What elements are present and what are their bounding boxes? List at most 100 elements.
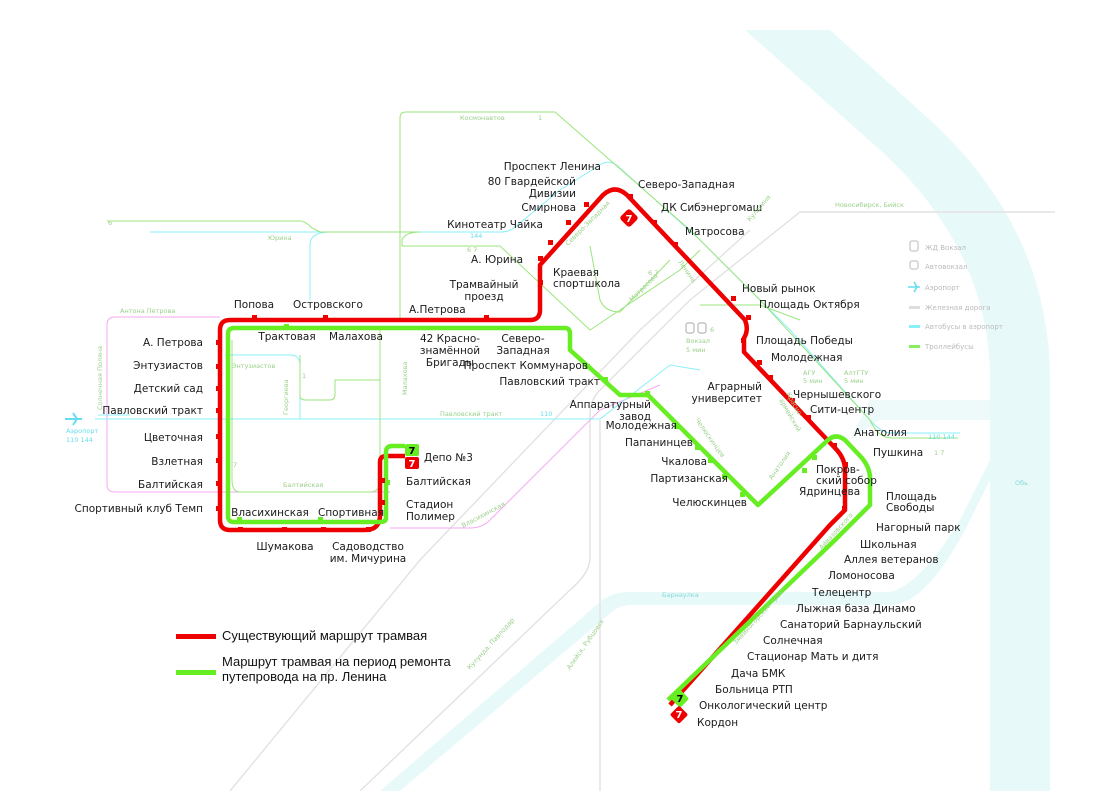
- airplane-icon: [908, 281, 920, 293]
- station: Попова: [234, 299, 274, 311]
- station: Свободы: [886, 502, 934, 514]
- svg-text:7: 7: [409, 459, 416, 470]
- svg-text:7: 7: [409, 446, 416, 457]
- station: им. Мичурина: [330, 553, 407, 565]
- trolleybus-icon: 7: [233, 461, 237, 469]
- trolleybus-icon: 1 7: [934, 449, 944, 457]
- station: Смирнова: [521, 202, 576, 214]
- station: Ломоносова: [828, 570, 895, 582]
- airplane-icon: [65, 412, 82, 426]
- station: Стадион: [406, 499, 453, 511]
- svg-text:Вокзал: Вокзал: [686, 337, 710, 345]
- station: Аллея ветеранов: [844, 554, 939, 566]
- bus-icon: [909, 260, 919, 270]
- svg-text:Солнечная Поляна: Солнечная Поляна: [96, 346, 104, 410]
- station: Балтийская: [406, 476, 471, 488]
- station: Чкалова: [661, 456, 707, 468]
- train-icon: [909, 240, 919, 252]
- station: Санаторий Барнаульский: [780, 619, 922, 631]
- svg-text:АлтГТУ: АлтГТУ: [844, 369, 868, 377]
- station: Цветочная: [144, 432, 203, 444]
- bus-icon: 110: [540, 410, 552, 418]
- svg-text:Челюскинцев: Челюскинцев: [693, 417, 726, 460]
- bus-icon: 110 144: [928, 433, 955, 441]
- airport-bus-label: 110 144: [66, 436, 93, 444]
- station: Аппаратурный: [570, 399, 651, 411]
- station: Спортивная: [318, 507, 384, 519]
- svg-text:Барнаулка: Барнаулка: [662, 591, 699, 599]
- svg-text:Железная дорога: Железная дорога: [925, 304, 990, 312]
- svg-text:Антона Петрова: Антона Петрова: [120, 307, 175, 315]
- existing-route-label: Существующий маршрут трамвая: [222, 628, 427, 643]
- station: Садоводство: [332, 541, 404, 553]
- train-icon: [685, 322, 695, 334]
- trolleybus-icon: 1: [538, 114, 542, 122]
- station: Матросова: [685, 226, 745, 238]
- svg-text:Новосибирск, Бийск: Новосибирск, Бийск: [835, 201, 904, 209]
- svg-text:Георгиева: Георгиева: [282, 379, 290, 415]
- temporary-route-swatch: [176, 670, 216, 675]
- station: Лыжная база Динамо: [796, 603, 916, 615]
- station: Больница РТП: [715, 684, 793, 696]
- svg-text:Троллейбусы: Троллейбусы: [924, 343, 974, 351]
- station: Спортивный клуб Темп: [75, 503, 203, 515]
- station: завод: [619, 411, 651, 423]
- station: Балтийская: [138, 479, 203, 491]
- route-badge-7-red-kordon: 7: [670, 706, 688, 724]
- svg-text:Автовокзал: Автовокзал: [925, 263, 967, 271]
- station: Дивизии: [529, 188, 576, 200]
- existing-station-ticks: [216, 194, 848, 532]
- station: Молодежная: [771, 352, 842, 364]
- station: ДК Сибэнергомаш: [661, 202, 762, 214]
- svg-text:5 мин: 5 мин: [844, 377, 864, 385]
- station: Островского: [293, 299, 363, 311]
- station: Солнечная: [763, 635, 823, 647]
- station: Площадь Октября: [759, 299, 860, 311]
- station: Северо-: [501, 333, 545, 345]
- station: 80 Гвардейской: [488, 176, 576, 188]
- svg-text:Кулунда, Павлодар: Кулунда, Павлодар: [466, 616, 517, 671]
- station: университет: [691, 393, 762, 405]
- station: Площадь Победы: [756, 335, 853, 347]
- trolleybus-icon: 1: [302, 372, 306, 380]
- route-badge-7-green-depo: 7: [405, 444, 419, 457]
- route-legend: Существующий маршрут трамвая Маршрут тра…: [176, 628, 452, 684]
- station: А.Петрова: [409, 304, 466, 316]
- station-labels: Проспект Ленина 80 Гвардейской Дивизии С…: [75, 161, 961, 729]
- station: Онкологический центр: [699, 700, 828, 712]
- trolleybus-icon: 6: [108, 219, 112, 227]
- airport-bus-swatch: [909, 325, 920, 328]
- station: проезд: [464, 291, 503, 303]
- station: Папанинцев: [625, 437, 693, 449]
- trolleybus-icon: 6 7: [648, 269, 658, 277]
- station: Покров-: [816, 464, 860, 476]
- svg-text:ЖД Вокзал: ЖД Вокзал: [925, 244, 966, 252]
- svg-text:Аэропорт: Аэропорт: [925, 284, 960, 292]
- station: Проспект Коммунаров: [464, 360, 588, 372]
- station: Северо-Западная: [638, 179, 735, 191]
- existing-route-swatch: [176, 634, 216, 639]
- station: ский собор: [816, 475, 877, 487]
- trolleybus-icon: 6: [710, 326, 714, 334]
- station: А. Петрова: [143, 337, 203, 349]
- station: Депо №3: [424, 452, 473, 464]
- route-badge-7-red-depo: 7: [405, 457, 419, 470]
- station: Трактовая: [257, 331, 315, 343]
- airport-label: Аэропорт: [66, 427, 98, 435]
- station: Полимер: [406, 511, 455, 523]
- svg-text:Космонавтов: Космонавтов: [460, 114, 505, 122]
- station: Новый рынок: [742, 283, 816, 295]
- station: Западная: [496, 345, 549, 357]
- station: 42 Красно-: [420, 333, 480, 345]
- station: Телецентр: [811, 587, 872, 599]
- station: Власихинская: [231, 507, 309, 519]
- railways: [229, 211, 1055, 791]
- station: Шумакова: [256, 541, 313, 553]
- route-badge-7-green-kordon: 7: [671, 690, 689, 708]
- svg-text:Юрина: Юрина: [268, 234, 292, 242]
- station: Молодежная: [606, 420, 677, 432]
- station: Дача БМК: [731, 668, 786, 680]
- station: Взлетная: [151, 456, 203, 468]
- station: Нагорный парк: [876, 522, 961, 534]
